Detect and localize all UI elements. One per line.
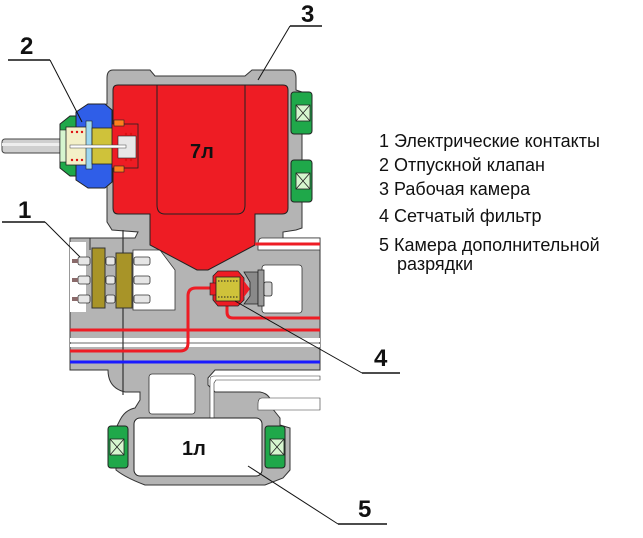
seal-lower [290,159,313,203]
legend-item-text: Сетчатый фильтр [394,206,542,226]
callout-3-number: 3 [301,1,314,28]
legend-item-text: разрядки [397,254,474,274]
extra-chamber: 1л [107,417,286,477]
legend-item-5-continuation: разрядки [397,255,473,273]
legend-item-text: Отпускной клапан [394,155,545,175]
callouts: 1 2 3 4 5 [2,1,400,525]
electric-contacts [72,247,151,309]
working-chamber: 7л [112,84,289,271]
seal-upper [290,91,313,135]
legend-item-text: Рабочая камера [394,179,531,199]
callout-5-number: 5 [358,496,371,523]
callout-4-number: 4 [374,345,388,372]
callout-5: 5 [247,465,387,525]
legend-item-number: 4 [379,206,390,226]
release-valve [1,103,139,189]
legend-item-number: 5 [379,235,390,255]
valve-spring-dots [70,130,133,162]
legend-item-text: Электрические контакты [394,131,600,151]
air-lines [70,242,320,364]
working-chamber-volume-label: 7л [190,141,214,163]
legend-item-text: Камера дополнительной [394,235,600,255]
callout-1: 1 [2,197,81,258]
callout-1-number: 1 [18,197,31,224]
seal-left [107,425,129,469]
contact-wires [72,259,78,301]
callout-3: 3 [257,1,322,81]
mesh-filter [209,269,273,307]
callout-2: 2 [8,33,83,123]
callout-4: 4 [234,300,400,374]
callout-2-number: 2 [20,33,33,60]
contact-terminals [77,256,151,304]
seal-right [264,425,286,469]
legend-item-number: 1 [379,131,390,151]
chamber-seals-right [290,91,313,203]
legend-item-number: 3 [379,179,390,199]
extra-chamber-volume-label: 1л [182,438,206,460]
legend-item-number: 2 [379,155,390,175]
